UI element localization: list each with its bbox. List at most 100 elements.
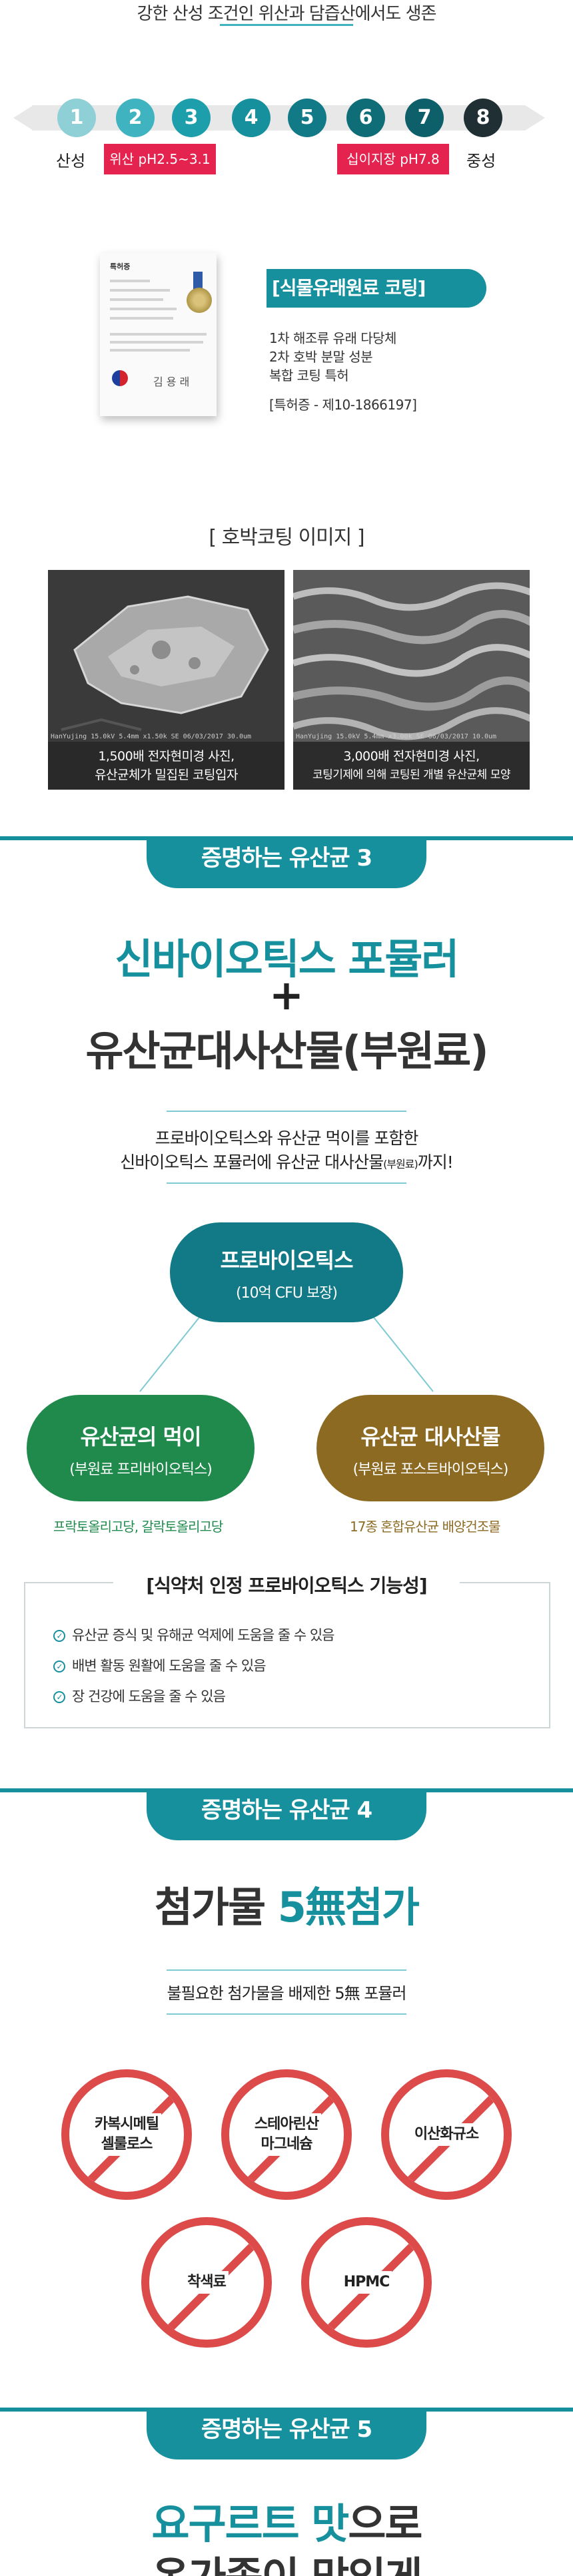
- ph-circle-6: 6: [346, 99, 385, 137]
- arrow-right-icon: [525, 105, 545, 130]
- probiotics-pill: 프로바이오틱스 (10억 CFU 보장): [170, 1222, 403, 1322]
- probiotics-title: 프로바이오틱스: [220, 1248, 353, 1273]
- no-additive-label: 카복시메틸 셀룰로스: [69, 2077, 184, 2192]
- ph-circle-7: 7: [405, 99, 444, 137]
- sem-caption-2: 3,000배 전자현미경 사진, 코팅기제에 의해 코팅된 개별 유산균체 모양: [293, 742, 530, 790]
- section3-desc-line2-main: 신바이오틱스 포뮬러에 유산균 대사산물: [120, 1153, 384, 1172]
- postbiotics-pill: 유산균 대사산물 (부원료 포스트바이오틱스): [316, 1395, 544, 1501]
- section4-rule-bottom: [167, 2013, 406, 2015]
- section4-title: 첨가물 5無첨가: [0, 1874, 573, 1933]
- postbiotics-note: 17종 혼합유산균 배양건조물: [350, 1519, 501, 1535]
- sem-caption-1-line-2: 유산균체가 밀집된 코팅입자: [95, 768, 238, 782]
- coating-line-3: 복합 코팅 특허: [269, 368, 349, 384]
- section3-rule-top: [167, 1111, 406, 1112]
- no-additive-hpmc: HPMC: [301, 2217, 432, 2348]
- section4-title-highlight: 5無첨가: [277, 1883, 420, 1932]
- check-icon: ✓: [53, 1691, 65, 1703]
- postbiotics-sub: (부원료 포스트바이오틱스): [352, 1461, 509, 1478]
- no-additive-label: 이산화규소: [389, 2077, 504, 2192]
- section5-title-highlight: 요구르트 맛: [151, 2499, 350, 2548]
- prebiotics-sub: (부원료 프리바이오틱스): [69, 1461, 213, 1478]
- no-additive-label: 스테아린산 마그네슘: [229, 2077, 344, 2192]
- no-additive-text-2: 스테아린산 마그네슘: [251, 2113, 322, 2156]
- certificate-signature: 김 용 래: [153, 376, 190, 388]
- no-additive-cmc: 카복시메틸 셀룰로스: [61, 2069, 192, 2200]
- sem-caption-1-line-1: 1,500배 전자현미경 사진,: [98, 749, 235, 764]
- section3-desc-line2-end: 까지!: [417, 1153, 454, 1172]
- prebiotics-pill: 유산균의 먹이 (부원료 프리바이오틱스): [27, 1395, 255, 1501]
- certificate-text-line: [110, 333, 207, 336]
- check-icon: ✓: [53, 1630, 65, 1642]
- function-item: ✓ 배변 활동 원활에 도움을 줄 수 있음: [53, 1655, 267, 1675]
- ph-circle-3: 3: [172, 99, 211, 137]
- function-text-2: 배변 활동 원활에 도움을 줄 수 있음: [72, 1658, 267, 1674]
- section5-tab: 증명하는 유산균 5: [147, 2408, 426, 2459]
- function-item: ✓ 유산균 증식 및 유해균 억제에 도움을 줄 수 있음: [53, 1625, 334, 1645]
- certificate-text-line: [110, 317, 173, 320]
- probiotics-sub: (10억 CFU 보장): [236, 1285, 338, 1302]
- check-icon: ✓: [53, 1661, 65, 1673]
- korea-emblem-icon: [112, 370, 128, 386]
- prebiotics-note: 프락토올리고당, 갈락토올리고당: [53, 1519, 223, 1535]
- sem-meta-2: HanYujing 15.0kV 5.4mm x3.00k SE 06/03/2…: [296, 733, 497, 740]
- section4-rule-top: [167, 1969, 406, 1971]
- ph-label-acidic: 산성: [56, 152, 86, 170]
- intro-underline: [220, 24, 353, 26]
- function-text-1: 유산균 증식 및 유해균 억제에 도움을 줄 수 있음: [72, 1627, 334, 1643]
- prebiotics-title: 유산균의 먹이: [80, 1424, 202, 1449]
- certificate-text-line: [110, 298, 163, 301]
- coating-line-1: 1차 해조류 유래 다당체: [269, 330, 396, 346]
- section3-desc-line2-small: (부원료): [383, 1158, 418, 1170]
- ph-label-neutral: 중성: [466, 152, 496, 170]
- ph-band-duodenum: 십이지장 pH7.8: [337, 144, 449, 174]
- sem-caption-1: 1,500배 전자현미경 사진, 유산균체가 밀집된 코팅입자: [48, 742, 285, 790]
- function-text-3: 장 건강에 도움을 줄 수 있음: [72, 1688, 226, 1704]
- ph-band-stomach: 위산 pH2.5~3.1: [104, 144, 216, 174]
- no-additive-colorant: 착색료: [141, 2217, 272, 2348]
- sem-meta-1: HanYujing 15.0kV 5.4mm x1.50k SE 06/03/2…: [51, 733, 252, 740]
- certificate-title: 특허증: [110, 262, 131, 271]
- section3-rule-bottom: [167, 1182, 406, 1184]
- section3-plus: +: [269, 971, 304, 1019]
- no-additive-text-5: HPMC: [340, 2271, 392, 2294]
- no-additive-text-3: 이산화규소: [411, 2123, 482, 2146]
- ph-circle-4: 4: [232, 99, 271, 137]
- ph-circle-8: 8: [464, 99, 502, 137]
- no-additive-silicon-dioxide: 이산화규소: [381, 2069, 512, 2200]
- arrow-left-icon: [13, 105, 33, 130]
- section4-desc: 불필요한 첨가물을 배제한 5無 포뮬러: [167, 1984, 407, 2003]
- section3-desc-line2: 신바이오틱스 포뮬러에 유산균 대사산물(부원료)까지!: [0, 1149, 573, 1173]
- no-additive-label: HPMC: [309, 2225, 424, 2340]
- no-additive-label: 착색료: [149, 2225, 264, 2340]
- certificate-text-line: [110, 289, 170, 292]
- ph-circle-1: 1: [57, 99, 96, 137]
- section5-title-rest: 으로: [348, 2499, 422, 2548]
- ph-scale-bar: [32, 105, 525, 130]
- gold-seal-icon: [187, 288, 212, 313]
- coating-line-2: 2차 호박 분말 성분: [269, 349, 373, 365]
- functions-title: [식약처 인정 프로바이오틱스 기능성]: [113, 1571, 460, 1598]
- sem-image-1500x: HanYujing 15.0kV 5.4mm x1.50k SE 06/03/2…: [48, 570, 285, 790]
- sem-caption-2-line-2: 코팅기제에 의해 코팅된 개별 유산균체 모양: [312, 768, 511, 782]
- ribbon-icon: [193, 272, 203, 290]
- coating-patent-number: [특허증 - 제10-1866197]: [269, 397, 417, 413]
- no-additive-magnesium-stearate: 스테아린산 마그네슘: [221, 2069, 352, 2200]
- postbiotics-title: 유산균 대사산물: [360, 1424, 500, 1449]
- section5-title-line1: 요구르트 맛으로: [0, 2490, 573, 2550]
- intro-caption: 강한 산성 조건인 위산과 담즙산에서도 생존: [137, 4, 437, 24]
- certificate-text-line: [110, 341, 203, 344]
- section4-tab: 증명하는 유산균 4: [147, 1788, 426, 1840]
- function-item: ✓ 장 건강에 도움을 줄 수 있음: [53, 1686, 226, 1706]
- section3-tab: 증명하는 유산균 3: [147, 836, 426, 888]
- ph-circle-2: 2: [116, 99, 155, 137]
- certificate-text-line: [110, 349, 190, 352]
- certificate-text-line: [110, 280, 150, 282]
- section4-title-main: 첨가물: [155, 1883, 278, 1932]
- section3-desc-line1: 프로바이오틱스와 유산균 먹이를 포함한: [155, 1129, 419, 1148]
- certificate-text-line: [110, 308, 177, 310]
- sem-image-3000x: HanYujing 15.0kV 5.4mm x3.00k SE 06/03/2…: [293, 570, 530, 790]
- no-additive-text-1: 카복시메틸 셀룰로스: [91, 2113, 162, 2156]
- ph-circle-5: 5: [288, 99, 326, 137]
- coating-badge: [식물유래원료 코팅]: [267, 269, 486, 308]
